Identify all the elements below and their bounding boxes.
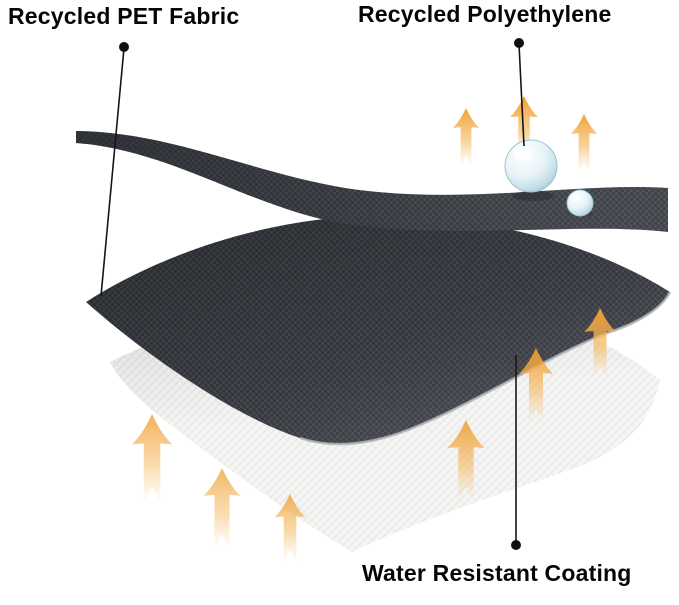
droplet-highlight (572, 195, 580, 201)
droplet-highlight (514, 150, 530, 160)
leader-line-polyethylene (518, 43, 525, 147)
pet-fabric-layer-sheet (86, 215, 672, 446)
polyethylene-layer-sheet (76, 131, 668, 232)
water-droplet-large-icon (504, 139, 558, 193)
label-pet-fabric: Recycled PET Fabric (8, 3, 240, 29)
water-droplet-small-icon (566, 189, 594, 217)
label-polyethylene: Recycled Polyethylene (358, 1, 612, 27)
leader-line-pet-fabric (100, 47, 125, 297)
airflow-arrow-icon (203, 468, 241, 549)
polyethylene-sheet-shading (76, 131, 668, 232)
droplet-shadow (512, 191, 554, 201)
leader-dot-pet-fabric (119, 42, 129, 52)
airflow-arrow-icon (131, 414, 173, 503)
leader-dot-coating (511, 540, 521, 550)
airflow-arrow-icon (452, 108, 480, 166)
leader-lines (100, 38, 525, 550)
pet-sheet-edge-highlight (299, 291, 672, 446)
water-droplets (504, 139, 594, 217)
label-water-resistant-coating: Water Resistant Coating (362, 560, 632, 586)
pet-sheet-shading (86, 215, 670, 445)
airflow-arrow-icon (570, 114, 598, 172)
leader-dot-polyethylene (514, 38, 524, 48)
